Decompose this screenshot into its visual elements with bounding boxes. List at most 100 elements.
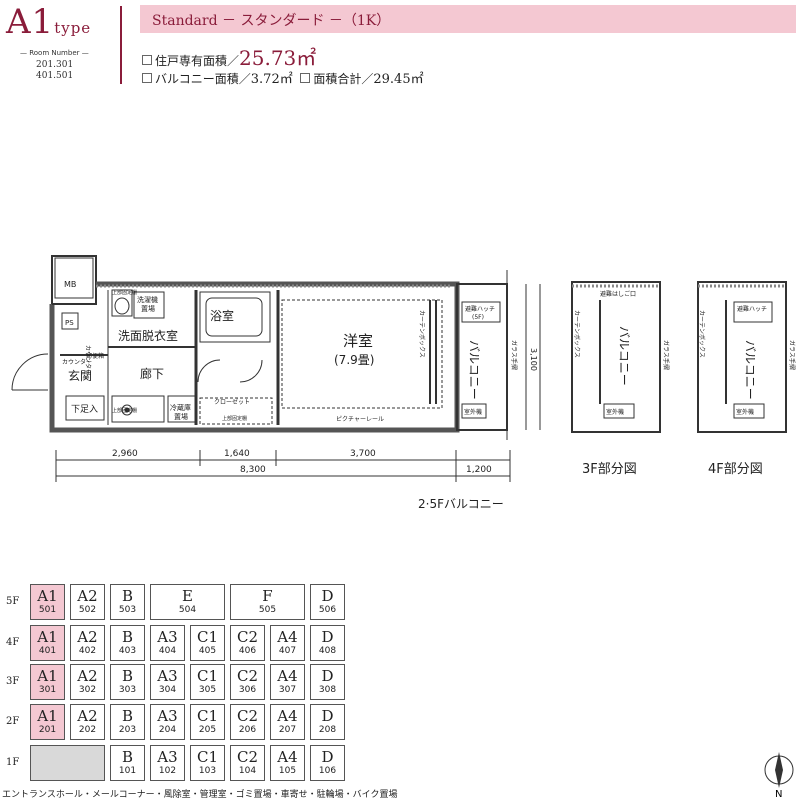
checkbox-icon (142, 55, 152, 65)
label-mb: MB (64, 280, 76, 289)
ps-box (61, 312, 79, 330)
unit-number: 501 (38, 605, 57, 615)
dim-1: 2,960 (112, 449, 138, 459)
label-balcony-3f: バルコニー (617, 326, 631, 386)
unit-number: 202 (78, 725, 97, 735)
bathtub (199, 291, 271, 343)
unit-cell (30, 745, 105, 781)
label-glass: ガラス手摺 (510, 340, 518, 370)
unit-type: C1 (196, 628, 219, 646)
label-curtain-3f: カーテンボックス (573, 310, 581, 358)
unit-type: A2 (77, 707, 98, 725)
floor-label: 4F (6, 637, 20, 648)
label-entrance: 玄関 (68, 368, 92, 383)
checkbox-icon (300, 73, 311, 83)
unit-type: C2 (236, 748, 259, 766)
unit-type: B (121, 628, 134, 646)
unit-type: A1 (37, 667, 58, 685)
unit-type: A3 (157, 628, 178, 646)
toilet (111, 289, 133, 317)
unit-number: 306 (238, 685, 257, 695)
unit-number: 402 (78, 646, 97, 656)
unit-type: C2 (236, 707, 259, 725)
unit-number: 103 (198, 766, 217, 776)
compass-n: N (775, 789, 782, 798)
unit-type: A2 (77, 628, 98, 646)
label-balcony: バルコニー (467, 340, 481, 400)
unit-number: 204 (158, 725, 177, 735)
unit-number: 504 (178, 605, 197, 615)
unit-type: A3 (157, 748, 178, 766)
label-mailbox: 郵便箱 (86, 352, 104, 360)
header-divider (120, 6, 122, 84)
unit-type: B (121, 587, 134, 605)
dim-balcony: 1,200 (466, 465, 492, 475)
spec-area: 住戸専有面積／25.73㎡ (142, 42, 316, 71)
balcony-note: 2·5Fバルコニー (418, 497, 504, 511)
room-number-1: 201.301 (36, 60, 74, 70)
label-curtain-4f: カーテンボックス (698, 310, 706, 358)
floor-plan: MB PS カウンター 郵便箱 洗面脱衣室 浴室 玄関 廊下 下足入 洗濯機 置… (11, 255, 796, 482)
unit-type: F (262, 587, 273, 605)
part-3f-outline (571, 281, 661, 433)
dim-3: 3,700 (350, 449, 376, 459)
spec-area-label: 住戸専有面積／ (155, 54, 240, 68)
unit-type: A3 (157, 667, 178, 685)
closet-box (199, 397, 273, 425)
room-rail (281, 299, 443, 409)
label-washroom: 洗面脱衣室 (118, 328, 178, 343)
hatch-box-4f (733, 301, 773, 323)
label-counter2: カウンター (84, 345, 92, 375)
floor-label: 5F (6, 596, 20, 607)
unit-type: A1 (37, 628, 58, 646)
label-washer: 洗濯機 (137, 295, 158, 304)
unit-number: 206 (238, 725, 257, 735)
unit-number: 304 (158, 685, 177, 695)
label-fridge: 冷蔵庫 (170, 403, 191, 412)
unit-type: D (321, 587, 334, 605)
unit-number: 307 (278, 685, 297, 695)
label-glass-4f: ガラス手摺 (788, 340, 796, 370)
room-number-2: 401.501 (36, 71, 74, 81)
unit-number: 407 (278, 646, 297, 656)
unit-type: A4 (277, 628, 298, 646)
footer-note: エントランスホール・メールコーナー・風除室・管理室・ゴミ置場・車寄せ・駐輪場・バ… (2, 790, 398, 800)
floor-label: 1F (6, 757, 20, 768)
unit-number: 503 (118, 605, 137, 615)
unit-type: C1 (196, 707, 219, 725)
unit-number: 106 (318, 766, 337, 776)
unit-number: 207 (278, 725, 297, 735)
unit-number: 401 (38, 646, 57, 656)
unit-number: 408 (318, 646, 337, 656)
type-band-text: Standard － スタンダード －（1K） (152, 13, 391, 29)
unit-type: A4 (277, 748, 298, 766)
unit-type: A3 (157, 707, 178, 725)
part-3f-label: 3F部分図 (582, 462, 637, 477)
label-washer2: 置場 (141, 304, 155, 313)
unit-type: C1 (196, 667, 219, 685)
type-band (140, 5, 796, 33)
room-number-label: — Room Number — (20, 49, 89, 57)
spec-total-value: 29.45㎡ (373, 72, 424, 87)
label-closet: クローゼット (214, 398, 250, 406)
unit-number: 201 (38, 725, 57, 735)
unit-type: C1 (196, 748, 219, 766)
